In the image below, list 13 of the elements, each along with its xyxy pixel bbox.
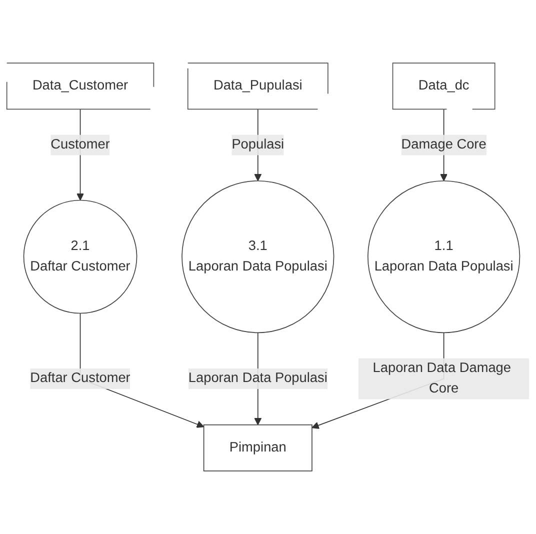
- edge-label: Damage Core: [401, 137, 486, 152]
- edge-label: Laporan Data Damage Core: [372, 360, 512, 396]
- node-box: Data_dc: [392, 62, 496, 110]
- edge-label: Populasi: [232, 137, 284, 152]
- node-box: Pimpinan: [203, 424, 312, 472]
- node-circle: 1.1 Laporan Data Populasi: [368, 180, 520, 334]
- edge-label: Daftar Customer: [30, 371, 130, 386]
- edge-label: Customer: [50, 137, 110, 152]
- node-box: Data_Pupulasi: [187, 62, 328, 110]
- node-box: Data_Customer: [6, 62, 154, 110]
- edge-label: Laporan Data Populasi: [188, 371, 328, 386]
- node-circle: 3.1 Laporan Data Populasi: [182, 180, 334, 334]
- node-circle: 2.1 Daftar Customer: [23, 200, 138, 314]
